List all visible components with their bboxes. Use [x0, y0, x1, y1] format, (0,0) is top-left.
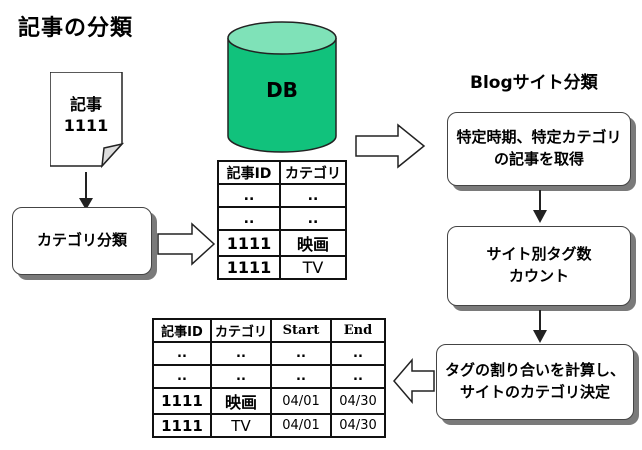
- table-row: .. .. .. ..: [152, 341, 386, 366]
- table-cell: ..: [270, 341, 332, 366]
- document-id: 1111: [63, 115, 109, 135]
- flow-step-count-tags: サイト別タグ数 カウント: [447, 226, 631, 306]
- table-row: 1111 映画: [217, 229, 347, 257]
- table-cell: ..: [210, 341, 272, 366]
- table-cell: 04/01: [270, 387, 332, 415]
- arrow-down-icon: [533, 310, 547, 343]
- document-icon: [50, 72, 125, 169]
- table-header-cell: End: [330, 318, 386, 343]
- flow-step-text: の記事を取得: [493, 150, 584, 168]
- result-table: 記事ID カテゴリ Start End .. .. .. .. .. .. ..…: [152, 318, 386, 438]
- table-cell: 1111: [217, 229, 281, 257]
- arrow-down-icon: [533, 190, 547, 223]
- page-title: 記事の分類: [18, 16, 134, 41]
- table-cell: ..: [210, 364, 272, 389]
- table-row: .. .. .. ..: [152, 364, 386, 389]
- table-cell: 04/30: [330, 387, 386, 415]
- table-cell: 映画: [279, 229, 347, 257]
- table-cell: 04/30: [330, 413, 386, 438]
- table-header-cell: カテゴリ: [210, 318, 272, 343]
- table-cell: ..: [152, 364, 212, 389]
- flow-step-text: カウント: [508, 267, 569, 285]
- table-header-cell: カテゴリ: [279, 160, 347, 185]
- table-row: 1111 TV 04/01 04/30: [152, 413, 386, 438]
- flow-step-text: サイトのカテゴリ決定: [459, 383, 610, 401]
- database-label: DB: [266, 78, 298, 102]
- table-cell: 1111: [217, 255, 281, 280]
- arrow-left-icon: [393, 358, 435, 404]
- table-row: 1111 TV: [217, 255, 347, 280]
- table-cell: 1111: [152, 387, 212, 415]
- table-header-row: 記事ID カテゴリ: [217, 160, 347, 185]
- table-header-cell: Start: [270, 318, 332, 343]
- blog-site-classification-title: Blogサイト分類: [470, 73, 598, 93]
- flow-step-decide-category: タグの割り合いを計算し、 サイトのカテゴリ決定: [436, 344, 634, 420]
- arrow-down-icon: [79, 172, 93, 210]
- flow-step-fetch-articles: 特定時期、特定カテゴリ の記事を取得: [447, 112, 631, 186]
- category-classification-label: カテゴリ分類: [36, 231, 127, 250]
- table-row: .. ..: [217, 183, 347, 208]
- table-row: 1111 映画 04/01 04/30: [152, 387, 386, 415]
- flow-step-text: タグの割り合いを計算し、: [444, 361, 625, 380]
- table-cell: ..: [217, 206, 281, 231]
- arrow-right-icon: [157, 222, 216, 266]
- arrow-right-icon: [355, 123, 426, 169]
- table-cell: TV: [210, 413, 272, 438]
- table-cell: ..: [330, 364, 386, 389]
- flow-step-text: サイト別タグ数: [486, 245, 592, 264]
- table-row: .. ..: [217, 206, 347, 231]
- document-label: 記事 1111: [50, 95, 122, 137]
- table-cell: ..: [330, 341, 386, 366]
- table-header-cell: 記事ID: [152, 318, 212, 343]
- db-table: 記事ID カテゴリ .. .. .. .. 1111 映画 1111 TV: [217, 160, 347, 280]
- document-title: 記事: [69, 95, 102, 114]
- table-cell: ..: [152, 341, 212, 366]
- table-cell: 映画: [210, 387, 272, 415]
- table-cell: TV: [279, 255, 347, 280]
- table-cell: ..: [217, 183, 281, 208]
- database-icon: [227, 21, 337, 153]
- table-cell: 1111: [152, 413, 212, 438]
- table-cell: ..: [279, 206, 347, 231]
- table-header-row: 記事ID カテゴリ Start End: [152, 318, 386, 343]
- table-cell: ..: [279, 183, 347, 208]
- table-cell: ..: [270, 364, 332, 389]
- table-header-cell: 記事ID: [217, 160, 281, 185]
- flow-step-text: 特定時期、特定カテゴリ: [456, 128, 622, 147]
- table-cell: 04/01: [270, 413, 332, 438]
- category-classification-box: カテゴリ分類: [12, 207, 152, 275]
